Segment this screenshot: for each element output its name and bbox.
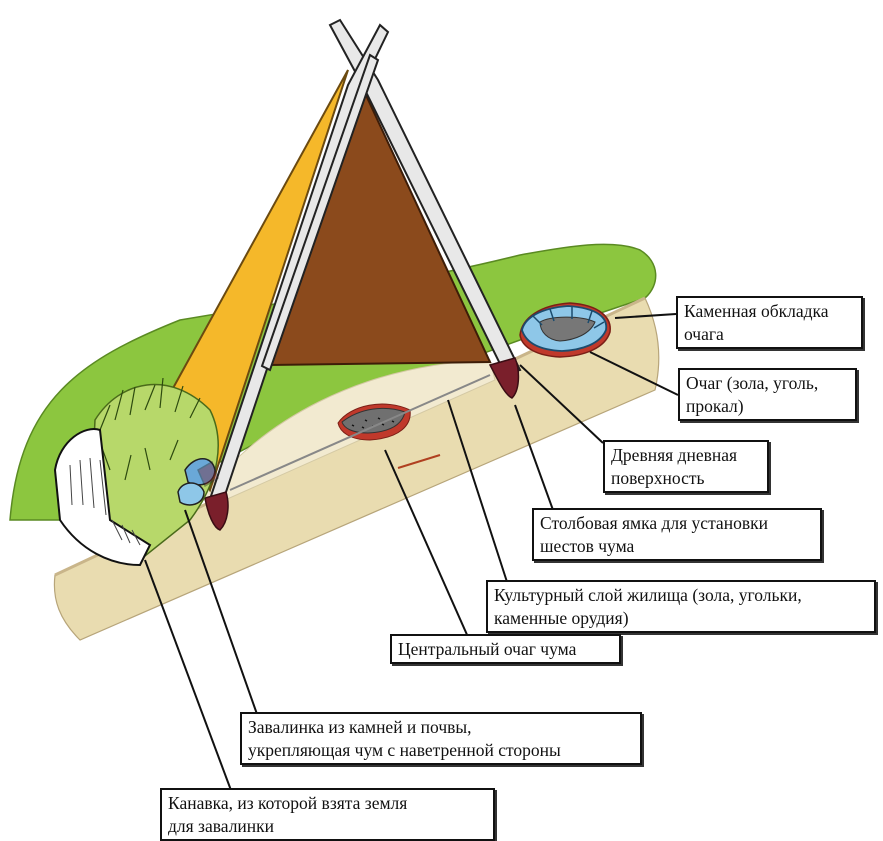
label-hearth: Очаг (зола, уголь,прокал) [678,368,857,421]
label-cultural-layer: Культурный слой жилища (зола, угольки,ка… [486,580,876,633]
label-zavalinka: Завалинка из камней и почвы,укрепляющая … [240,712,642,765]
label-central-hearth: Центральный очаг чума [390,634,621,664]
